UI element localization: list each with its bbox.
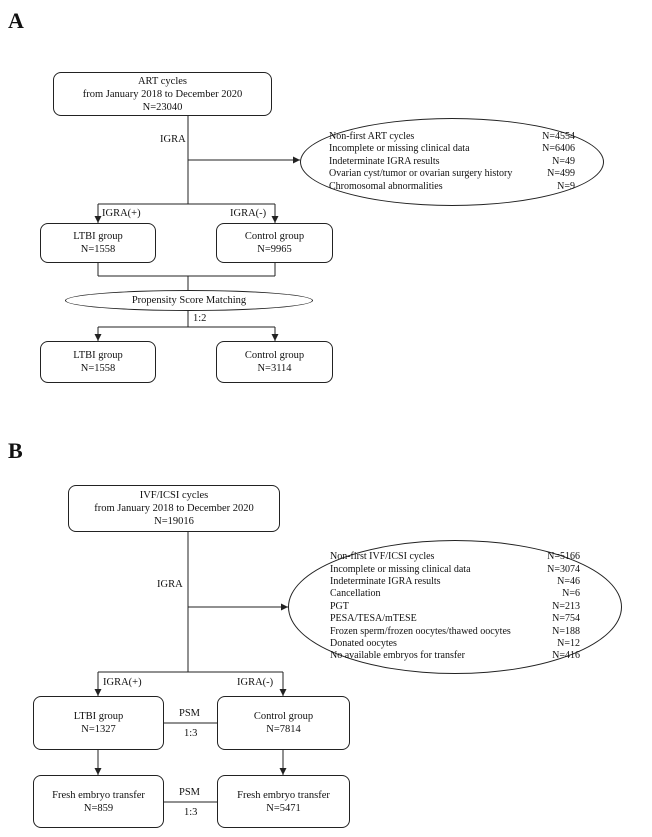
b-control-count: N=7814 bbox=[266, 724, 301, 735]
b-igra-label: IGRA bbox=[157, 579, 183, 590]
a-control-group-box: Control group N=9965 bbox=[216, 223, 333, 263]
b-igra-pos-label: IGRA(+) bbox=[103, 677, 142, 688]
a-ratio-label: 1:2 bbox=[193, 313, 207, 324]
a-igra-pos-label: IGRA(+) bbox=[102, 208, 141, 219]
a-ltbi-matched-title: LTBI group bbox=[73, 350, 123, 361]
a-igra-neg-label: IGRA(-) bbox=[230, 208, 267, 219]
b-start-line1: IVF/ICSI cycles bbox=[139, 490, 209, 501]
b-igra-neg-label: IGRA(-) bbox=[237, 677, 274, 688]
b-fresh-ltbi-count: N=859 bbox=[83, 802, 114, 814]
a-art-cycles-box: ART cycles from January 2018 to December… bbox=[53, 72, 272, 116]
b-ltbi-count: N=1327 bbox=[81, 724, 116, 735]
a-control-matched-count: N=3114 bbox=[257, 363, 292, 374]
b-start-line2: from January 2018 to December 2020 bbox=[94, 503, 254, 514]
b-psm-label-2: PSM bbox=[179, 787, 201, 798]
a-ltbi-matched-box: LTBI group N=1558 bbox=[40, 341, 156, 383]
a-control-matched-box: Control group N=3114 bbox=[216, 341, 333, 383]
b-ratio-label-2: 1:3 bbox=[184, 807, 198, 818]
b-fresh-control-title: Fresh embryo transfer bbox=[237, 789, 330, 801]
a-ltbi-title: LTBI group bbox=[73, 231, 123, 242]
b-ratio-label-1: 1:3 bbox=[184, 728, 198, 739]
a-control-matched-title: Control group bbox=[244, 350, 305, 361]
a-start-line3: N=23040 bbox=[142, 101, 183, 113]
b-fresh-control-box: Fresh embryo transfer N=5471 bbox=[217, 775, 350, 828]
b-psm-label-1: PSM bbox=[179, 708, 201, 719]
a-ltbi-matched-count: N=1558 bbox=[80, 363, 116, 374]
b-fresh-control-count: N=5471 bbox=[266, 802, 301, 814]
b-ltbi-group-box: LTBI group N=1327 bbox=[33, 696, 164, 750]
b-ivf-icsi-box: IVF/ICSI cycles from January 2018 to Dec… bbox=[68, 485, 280, 532]
a-start-line1: ART cycles bbox=[137, 75, 188, 87]
b-fresh-ltbi-title: Fresh embryo transfer bbox=[52, 789, 145, 801]
b-control-title: Control group bbox=[253, 711, 314, 722]
panel-a-letter: A bbox=[8, 8, 24, 33]
b-fresh-ltbi-box: Fresh embryo transfer N=859 bbox=[33, 775, 164, 828]
b-start-line3: N=19016 bbox=[154, 516, 194, 527]
a-igra-label: IGRA bbox=[160, 134, 186, 145]
a-control-count: N=9965 bbox=[257, 244, 292, 255]
b-control-group-box: Control group N=7814 bbox=[217, 696, 350, 750]
a-exclusion-row: Ovarian cyst/tumor or ovarian surgery hi… bbox=[329, 168, 575, 180]
a-ltbi-group-box: LTBI group N=1558 bbox=[40, 223, 156, 263]
b-ltbi-title: LTBI group bbox=[73, 711, 124, 722]
a-control-title: Control group bbox=[244, 231, 305, 242]
a-ltbi-count: N=1558 bbox=[80, 244, 116, 255]
b-exclusion-row: Frozen sperm/frozen oocytes/thawed oocyt… bbox=[330, 625, 580, 637]
a-psm-oval: Propensity Score Matching bbox=[65, 290, 313, 311]
panel-b-letter: B bbox=[8, 438, 23, 463]
a-start-line2: from January 2018 to December 2020 bbox=[82, 88, 243, 100]
